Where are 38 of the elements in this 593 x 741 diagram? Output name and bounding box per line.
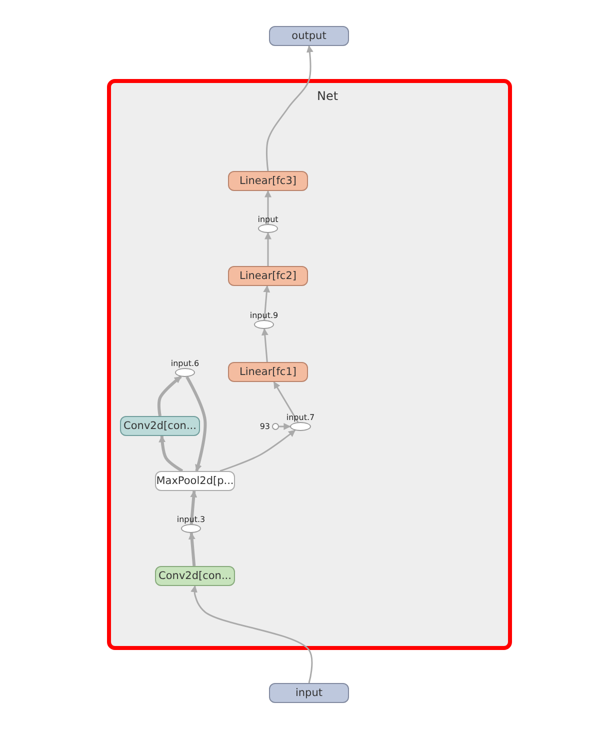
arrow — [158, 435, 184, 472]
tensor-label: input.3 — [176, 515, 206, 524]
pool-layer-node — [155, 471, 235, 491]
arrow — [190, 490, 198, 524]
node-label: Linear[fc2] — [240, 270, 296, 282]
tensor-label: input — [258, 215, 278, 224]
node-label: output — [292, 30, 326, 42]
linear-layer-node — [228, 171, 308, 191]
module-group — [107, 79, 512, 650]
node-label: Conv2d[con... — [158, 570, 232, 582]
node-label: Linear[fc3] — [240, 175, 296, 187]
group-label: Net — [317, 89, 338, 103]
arrow — [188, 532, 196, 566]
io-node — [269, 683, 349, 703]
arrow — [264, 190, 272, 224]
arrow — [266, 45, 314, 172]
arrow — [157, 375, 182, 416]
conv-layer-node — [120, 416, 200, 436]
tensor-label: 93 — [260, 422, 270, 431]
arrow — [264, 232, 272, 266]
tensor-label: input.6 — [170, 359, 200, 368]
arrow — [220, 430, 296, 472]
arrow — [273, 381, 299, 423]
node-label: Conv2d[con... — [124, 420, 196, 432]
arrow — [261, 328, 268, 362]
linear-layer-node — [228, 266, 308, 286]
tensor-label: input.9 — [250, 311, 278, 320]
tensor-label: input.7 — [286, 413, 315, 422]
node-label: input — [295, 687, 322, 699]
node-label: Linear[fc1] — [240, 366, 296, 378]
arrow — [279, 423, 291, 430]
arrow — [263, 285, 270, 320]
linear-layer-node — [228, 362, 308, 382]
conv-layer-node — [155, 566, 235, 586]
io-node — [269, 26, 349, 46]
arrow — [190, 585, 313, 684]
node-label: MaxPool2d[p... — [156, 475, 234, 487]
arrow — [186, 376, 207, 472]
